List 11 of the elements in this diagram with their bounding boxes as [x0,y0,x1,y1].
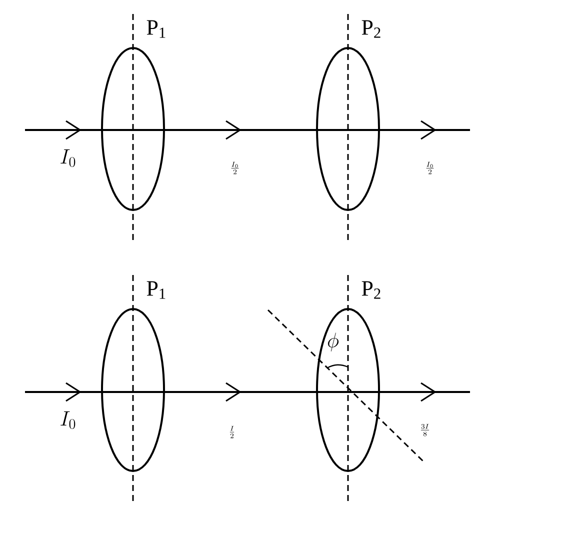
polarizer-label: P$_{1}$ [146,20,166,38]
intensity-label: $\phi$ [328,332,339,352]
intensity-label: $\frac{I}{2}$ [230,426,234,438]
polarizer-label: P$_{2}$ [362,281,380,299]
polarizer-label: P$_{1}$ [146,281,166,299]
intensity-label: $\frac{I_0}{2}$ [231,162,239,174]
intensity-label: $\frac{I_0}{2}$ [426,162,434,174]
intensity-label: $I_0$ [60,149,76,167]
intensity-label: $I_0$ [60,411,76,429]
polarizer-label: P$_{2}$ [362,20,380,38]
intensity-label: $\frac{3I}{8}$ [420,424,430,436]
